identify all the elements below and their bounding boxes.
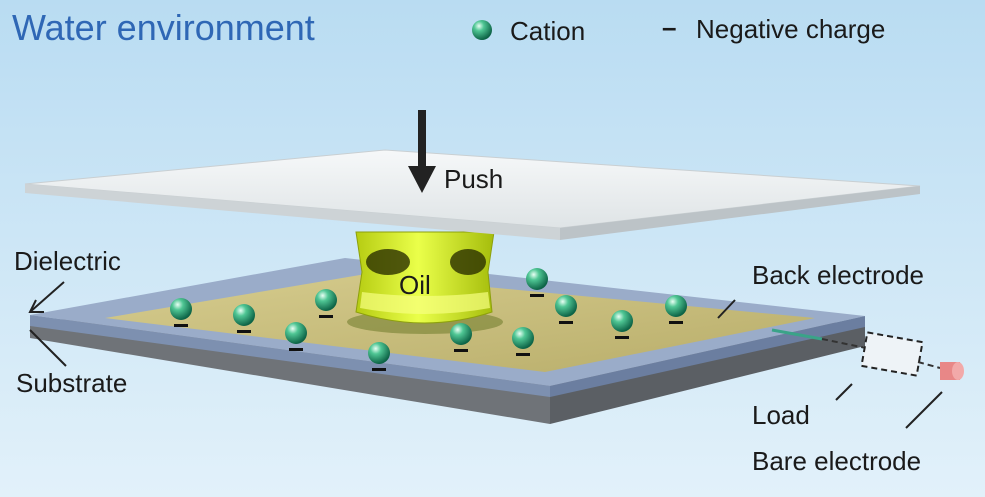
negative-charge-minus-icon (237, 330, 251, 333)
cation-sphere-icon (665, 295, 687, 317)
leader-dielectric (29, 281, 65, 313)
negative-charge-minus-icon (615, 336, 629, 339)
negative-charge-minus-icon (372, 368, 386, 371)
cation-sphere-icon (512, 327, 534, 349)
cation-sphere-icon (233, 304, 255, 326)
negative-charge-minus-icon (289, 348, 303, 351)
negative-charge-minus-icon (454, 349, 468, 352)
leader-load (835, 383, 853, 401)
wire-dashed-2 (917, 361, 941, 369)
cation-sphere-icon (285, 322, 307, 344)
cation-sphere-icon (526, 268, 548, 290)
top-plate (24, 149, 921, 240)
cation-group (170, 268, 687, 371)
negative-charge-minus-icon (174, 324, 188, 327)
dielectric-label: Dielectric (14, 246, 121, 276)
wire-to-load (771, 328, 823, 341)
substrate-label: Substrate (16, 368, 128, 398)
figure-title: Water environment (12, 7, 315, 48)
cation-sphere-icon (611, 310, 633, 332)
cation-sphere-icon (315, 289, 337, 311)
oil-label: Oil (399, 270, 431, 300)
cation-sphere-icon (450, 323, 472, 345)
cation-sphere-icon (368, 342, 390, 364)
cation-sphere-icon (555, 295, 577, 317)
back-electrode-label: Back electrode (752, 260, 924, 290)
load-box (860, 331, 924, 377)
negative-charge-minus-icon (559, 321, 573, 324)
legend-cation-icon (472, 20, 492, 40)
legend (472, 20, 492, 40)
leader-lines (28, 281, 943, 429)
legend-minus-icon: – (662, 12, 677, 42)
negative-charge-minus-icon (669, 321, 683, 324)
leader-back-electrode (717, 299, 736, 319)
legend-cation-label: Cation (510, 16, 586, 46)
legend-negative-charge-label: Negative charge (696, 14, 886, 44)
wire-dashed-1 (821, 338, 867, 349)
push-label: Push (444, 164, 504, 194)
negative-charge-minus-icon (319, 315, 333, 318)
external-circuit (771, 328, 964, 380)
push-arrow-icon (408, 110, 436, 193)
load-label: Load (752, 400, 810, 430)
bare-electrode-icon (940, 362, 964, 380)
negative-charge-minus-icon (516, 353, 530, 356)
cation-sphere-icon (170, 298, 192, 320)
leader-bare-electrode (905, 391, 943, 429)
arrowhead-dielectric (28, 299, 44, 313)
leader-substrate (29, 329, 67, 367)
negative-charge-minus-icon (530, 294, 544, 297)
bare-electrode-label: Bare electrode (752, 446, 922, 476)
